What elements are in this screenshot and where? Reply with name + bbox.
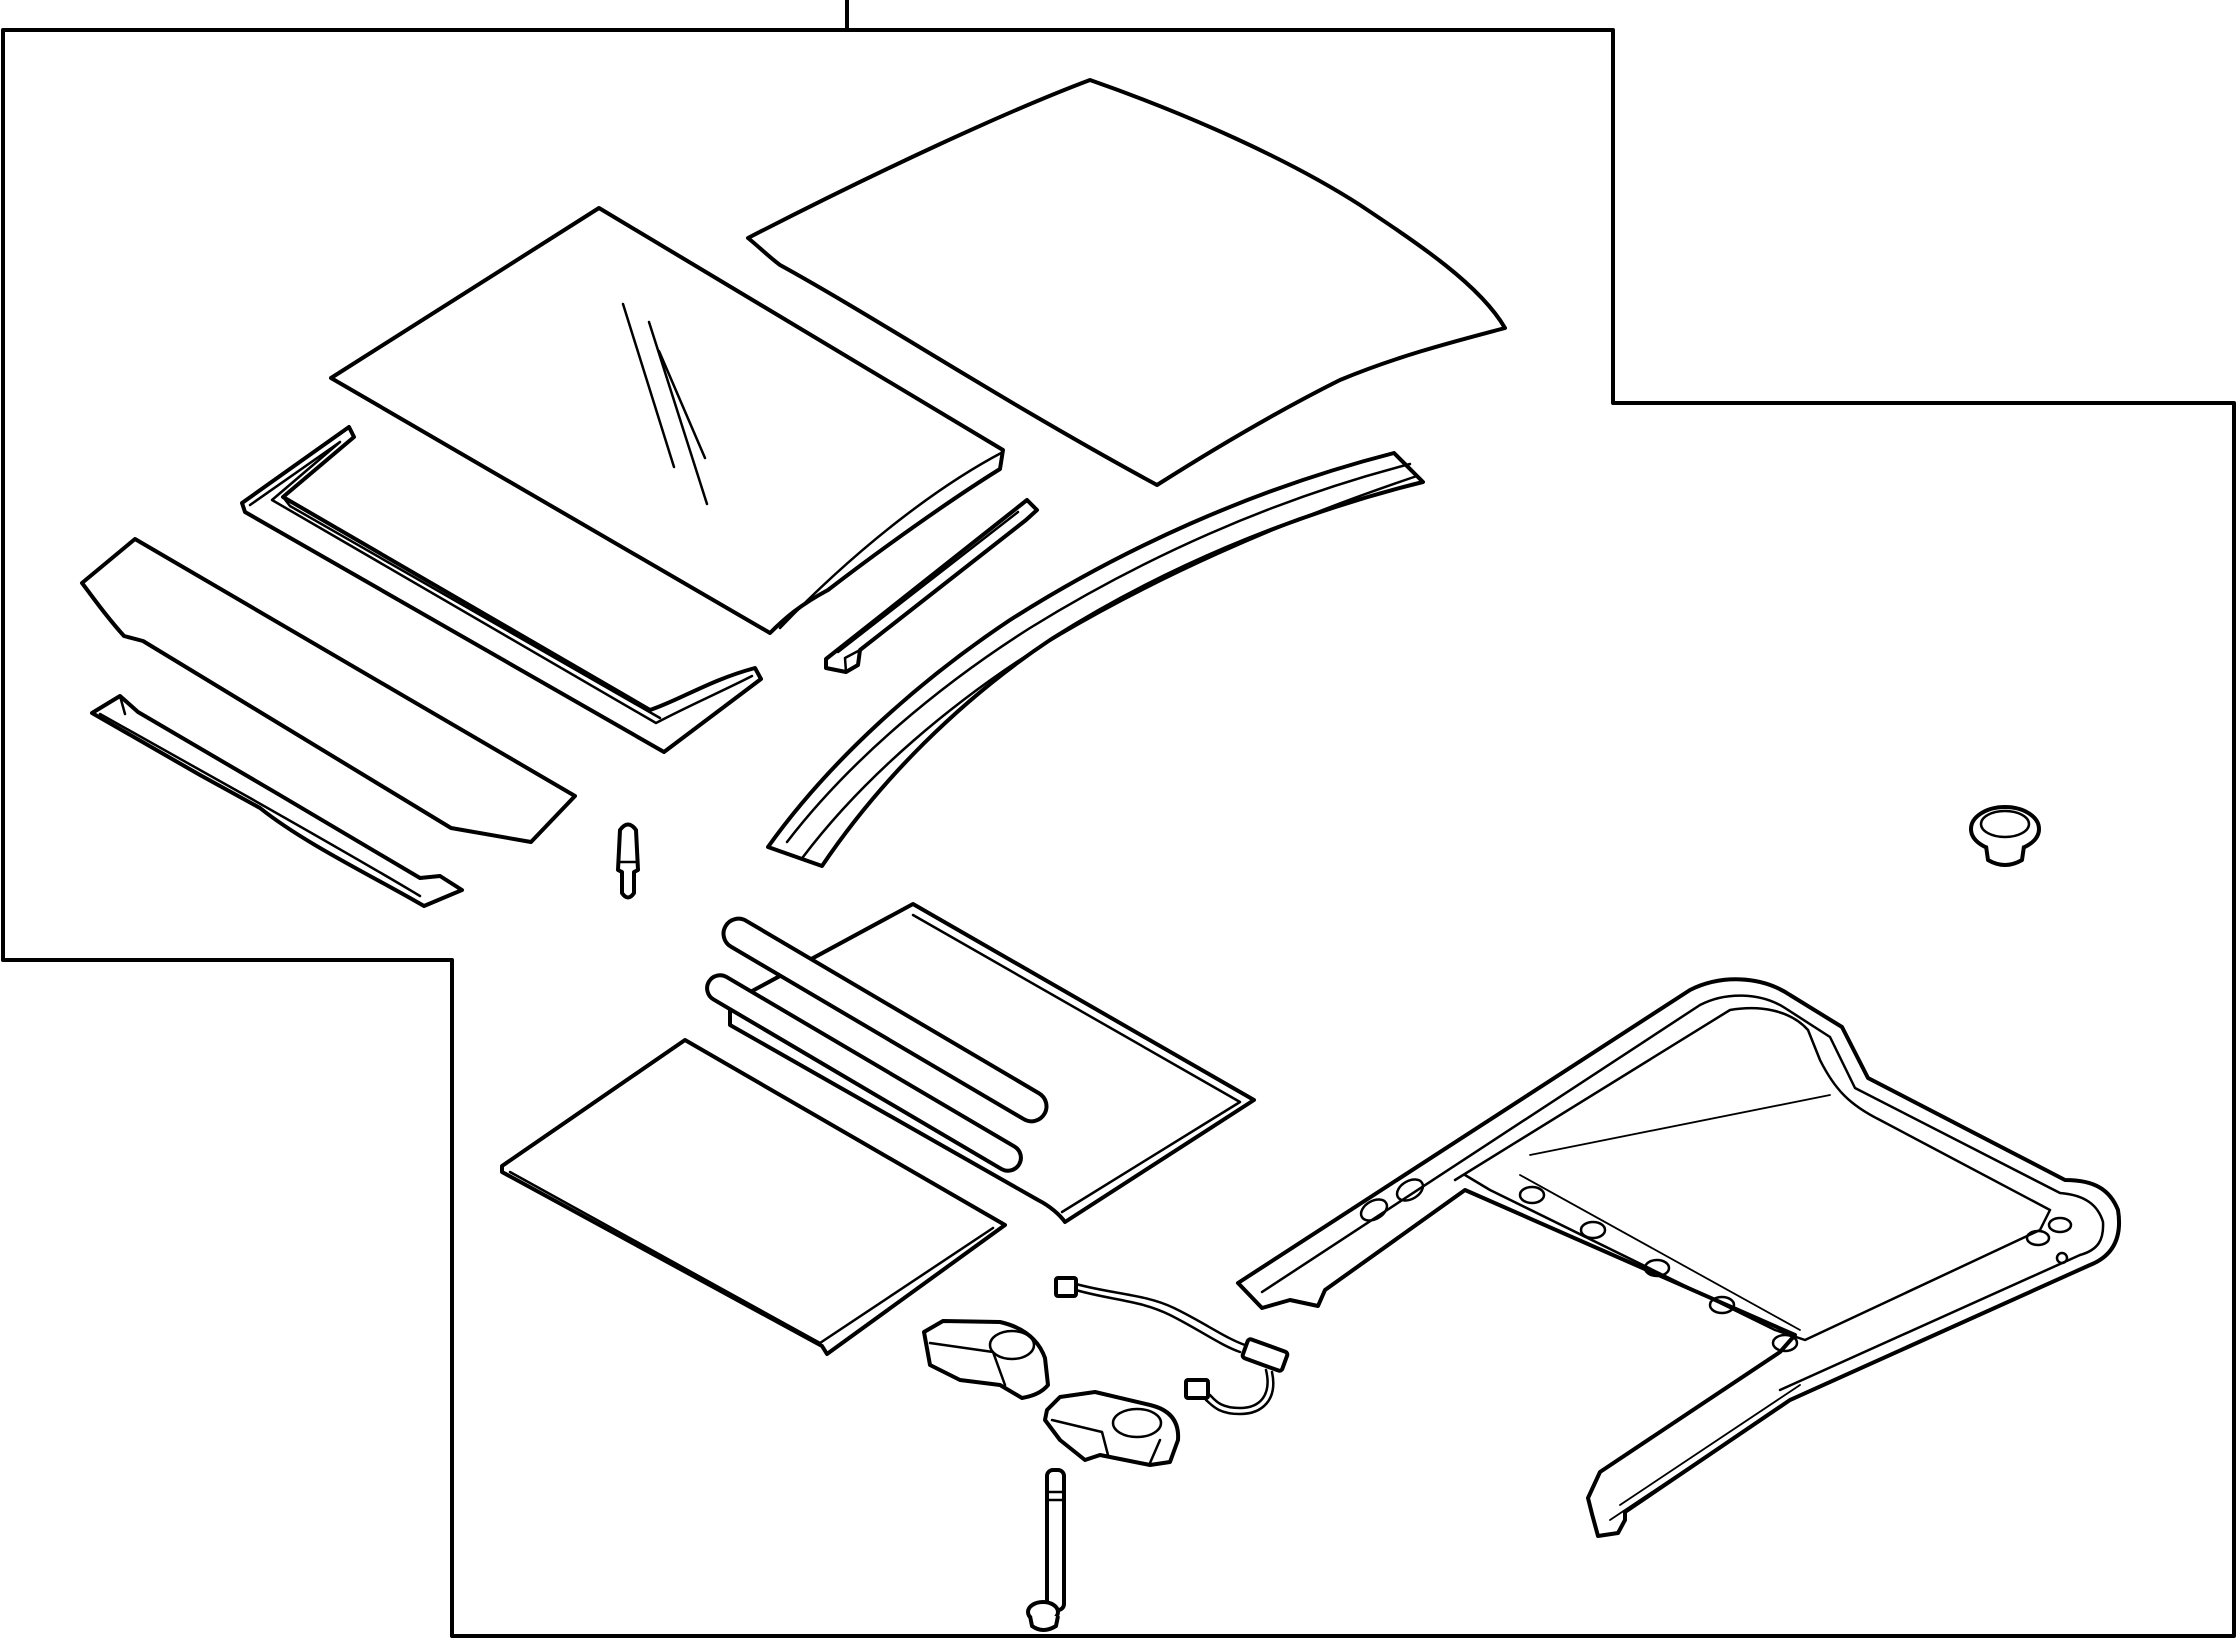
sunshade-icon (500, 973, 1023, 1356)
sunshade-icon (721, 902, 1256, 1224)
seal-icon (240, 425, 763, 754)
deflector-icon (80, 537, 577, 844)
plug-icon (616, 822, 640, 900)
harness-icon (1054, 1276, 1290, 1416)
motor-icon (922, 1319, 1050, 1400)
rail-icon (766, 451, 1425, 868)
grommet-icon (1969, 805, 2041, 867)
glass-panel-icon (329, 206, 1005, 635)
trim-strip-icon (824, 498, 1039, 674)
roof-panel-icon (746, 78, 1507, 487)
motor-icon (1043, 1390, 1181, 1467)
bolt-icon (1026, 1468, 1066, 1632)
trim-strip-icon (90, 694, 464, 908)
frame-icon (1236, 977, 2121, 1538)
